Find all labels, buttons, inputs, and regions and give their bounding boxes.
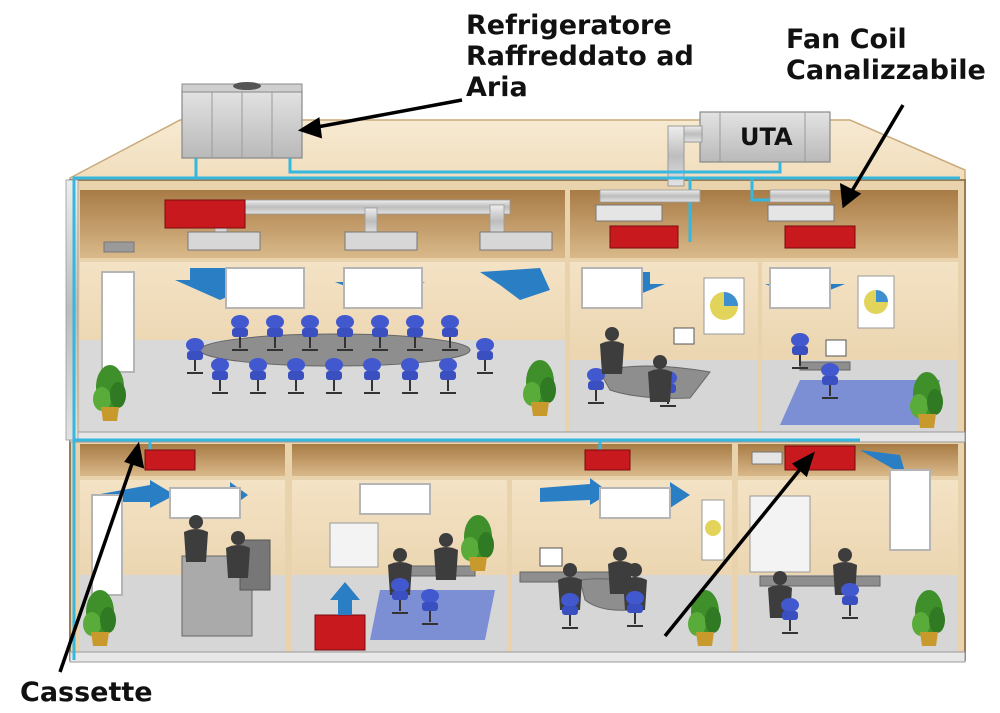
ceiling-diffusers-top [103, 231, 553, 253]
building-base [69, 651, 966, 663]
pointer-arrows [58, 98, 905, 673]
uta-unit [667, 111, 831, 187]
label-refrigeratore-line3: Aria [466, 72, 528, 103]
label-refrigeratore: Refrigeratore Raffreddato ad Aria [466, 10, 694, 103]
ductwork-top [214, 189, 831, 238]
wall-art [701, 275, 895, 561]
chilled-water-pipes [72, 158, 960, 660]
rug-meeting [370, 590, 495, 640]
label-refrigeratore-line2: Raffreddato ad [466, 41, 694, 72]
windows [91, 267, 931, 596]
chiller-unit [181, 82, 303, 159]
label-fan-coil: Fan Coil Canalizzabile [786, 24, 986, 86]
label-cassette: Cassette [20, 677, 153, 708]
duct-riser-left [65, 179, 79, 441]
label-fan-coil-line2: Canalizzabile [786, 55, 986, 86]
office-furniture [181, 327, 881, 637]
fan-coil-units [144, 199, 856, 651]
label-fan-coil-line1: Fan Coil [786, 24, 907, 55]
fan-coil-grilles [595, 204, 835, 465]
rug-office-2 [780, 380, 940, 425]
plenum-lower-2 [292, 444, 732, 476]
label-uta: UTA [740, 123, 793, 151]
label-refrigeratore-line1: Refrigeratore [466, 10, 672, 41]
